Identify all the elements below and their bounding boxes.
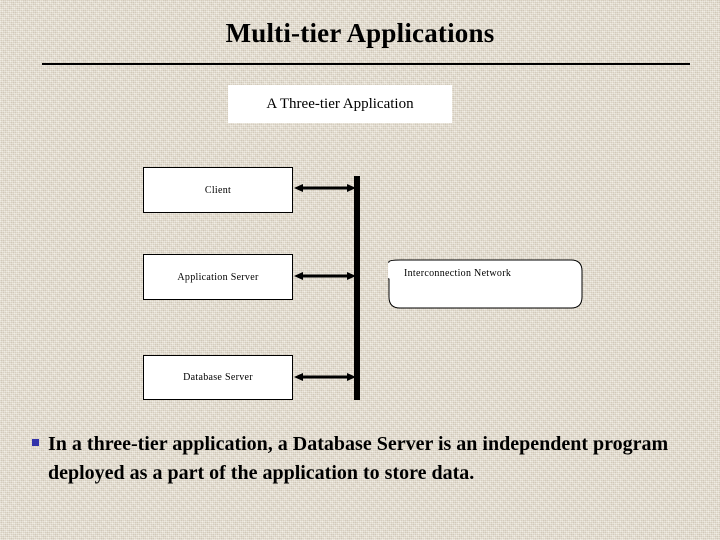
interconnection-bus: [354, 176, 360, 400]
double-arrow-icon-application-server: [294, 272, 356, 280]
bullet-text: In a three-tier application, a Database …: [48, 433, 669, 484]
subtitle-plate: A Three-tier Application: [228, 85, 452, 123]
callout-bubble-interconnection-network[interactable]: [388, 259, 583, 309]
bullet-block: In a three-tier application, a Database …: [30, 430, 702, 488]
square-bullet-icon: [32, 439, 39, 446]
tier-label-client: Client: [204, 184, 232, 196]
title-divider: [42, 63, 690, 65]
callout-label-interconnection-network: Interconnection Network: [404, 268, 512, 279]
tier-box-application-server[interactable]: Application Server: [143, 254, 293, 300]
tier-label-application-server: Application Server: [177, 271, 259, 283]
double-arrow-icon-client: [294, 184, 356, 192]
tier-box-database-server[interactable]: Database Server: [143, 355, 293, 400]
double-arrow-icon-database-server: [294, 373, 356, 381]
tier-box-client[interactable]: Client: [143, 167, 293, 213]
subtitle-text: A Three-tier Application: [266, 95, 414, 112]
tier-label-database-server: Database Server: [183, 372, 253, 383]
page-title: Multi-tier Applications: [225, 18, 495, 48]
